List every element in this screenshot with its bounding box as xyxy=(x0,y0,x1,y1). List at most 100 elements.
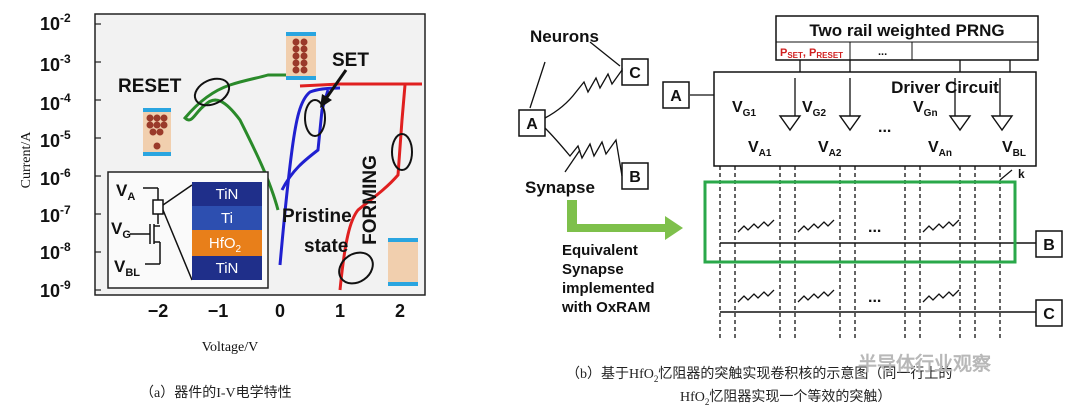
driver-buffer-2 xyxy=(838,115,862,132)
y-tick: 10-9 xyxy=(40,278,71,301)
equiv-line-2: Synapse xyxy=(562,261,624,278)
caption-b-line1: （b）基于HfO2忆阻器的突触实现卷积核的示意图（同一行上的 xyxy=(566,367,953,384)
pristine-label-1: Pristine xyxy=(282,206,352,227)
forming-plateau xyxy=(299,82,422,88)
x-tick: −2 xyxy=(148,301,169,321)
neuron-arrow-c xyxy=(589,41,621,67)
x-tick-labels: −2 −1 0 1 2 xyxy=(148,301,405,321)
node-a-left xyxy=(518,109,546,137)
set-arrow xyxy=(323,69,348,101)
memristor-cells xyxy=(737,219,960,303)
layer-tin-bottom xyxy=(192,256,262,280)
label-va2: VA2 xyxy=(818,139,842,159)
driver-buffer-bl xyxy=(990,115,1014,132)
caption-a: （a）器件的I-V电学特性 xyxy=(140,386,292,401)
set-curve-return xyxy=(280,89,330,191)
equiv-line-3: implemented xyxy=(562,280,655,297)
x-tick: 0 xyxy=(275,301,285,321)
y-axis-label: Current/A xyxy=(19,131,34,189)
node-c-right xyxy=(1035,299,1063,327)
inset-vbl: VBL xyxy=(114,257,140,279)
synapse-ac xyxy=(544,67,623,119)
synapse-ab xyxy=(544,127,623,177)
driver-dots: ... xyxy=(878,119,891,136)
array-dots-row1: ... xyxy=(868,219,881,236)
layer-label-ti: Ti xyxy=(221,210,233,227)
x-tick: 2 xyxy=(395,301,405,321)
iv-plot: 10-2 10-3 10-4 10-5 10-6 10-7 10-8 10-9 … xyxy=(19,11,426,355)
x-tick: 1 xyxy=(335,301,345,321)
layer-tin-top xyxy=(192,182,262,206)
y-tick: 10-5 xyxy=(40,128,71,151)
neuron-arrow-a xyxy=(529,61,546,109)
prng-box xyxy=(775,15,1039,61)
driver-title: Driver Circuit xyxy=(891,78,999,97)
layer-label-tin-bottom: TiN xyxy=(216,260,239,277)
forming-label: FORMING xyxy=(360,155,381,245)
y-tick: 10-6 xyxy=(40,166,71,189)
driver-buffer-n xyxy=(948,115,972,132)
y-tick: 10-7 xyxy=(40,203,71,226)
array-dots-row2: ... xyxy=(868,289,881,306)
y-tick-marks xyxy=(95,23,101,291)
label-vg1: VG1 xyxy=(732,99,756,119)
node-c-left-label: C xyxy=(629,65,641,82)
y-tick: 10-3 xyxy=(40,52,71,75)
layer-label-tin-top: TiN xyxy=(216,186,239,203)
prng-ellipsis: ... xyxy=(878,46,887,58)
inset-va: VA xyxy=(116,181,135,203)
filament-icon-pristine xyxy=(388,238,418,286)
node-a-left-label: A xyxy=(526,116,538,133)
set-ellipse xyxy=(304,99,326,137)
x-tick: −1 xyxy=(208,301,229,321)
equivalent-synapse-box xyxy=(703,180,1017,264)
bus-k-label: k xyxy=(1018,167,1025,181)
node-b-right-label: B xyxy=(1043,237,1055,254)
synapse-arrow xyxy=(564,149,581,173)
prng-p-labels: PSET, PRESET xyxy=(780,47,843,60)
circuit-diagram: Two rail weighted PRNG PSET, PRESET ... … xyxy=(518,15,1063,340)
x-axis-label: Voltage/V xyxy=(202,340,259,355)
y-tick: 10-8 xyxy=(40,240,71,263)
node-c-right-label: C xyxy=(1043,306,1055,323)
inset-vg: VG xyxy=(111,219,131,241)
synapse-label: Synapse xyxy=(525,178,595,197)
driver-buffer-1 xyxy=(778,115,802,132)
pristine-ellipse xyxy=(338,251,374,285)
label-vg2: VG2 xyxy=(802,99,826,119)
set-arrowhead xyxy=(320,94,332,108)
node-a-right-label: A xyxy=(670,88,682,105)
filament-icon-set xyxy=(286,32,316,80)
y-tick: 10-2 xyxy=(40,11,71,34)
neurons-label: Neurons xyxy=(530,27,599,46)
equivalent-arrow xyxy=(567,200,683,240)
watermark: 半导体行业观察 xyxy=(858,353,992,375)
label-va1: VA1 xyxy=(748,139,772,159)
y-tick-labels: 10-2 10-3 10-4 10-5 10-6 10-7 10-8 10-9 xyxy=(40,11,71,301)
pristine-label-2: state xyxy=(304,236,348,257)
equiv-line-4: with OxRAM xyxy=(561,299,650,316)
node-b-right xyxy=(1035,230,1063,258)
inset-1t1r: VA VG VBL TiN Ti xyxy=(107,171,269,289)
label-vbl: VBL xyxy=(1002,139,1026,159)
label-vgn: VGn xyxy=(913,99,938,119)
reset-label: RESET xyxy=(118,76,182,97)
reset-curve xyxy=(182,73,300,211)
node-b-left-label: B xyxy=(629,169,641,186)
layer-ti xyxy=(192,206,262,230)
caption-b-line2: HfO2忆阻器实现一个等效的突触） xyxy=(680,390,892,407)
y-tick: 10-4 xyxy=(40,91,71,114)
set-curve xyxy=(278,86,341,266)
filament-icon-reset xyxy=(143,108,171,156)
layer-label-hfo2: HfO2 xyxy=(209,235,242,255)
driver-box xyxy=(713,71,1037,167)
equiv-line-1: Equivalent xyxy=(562,242,638,259)
layer-hfo2 xyxy=(192,230,262,256)
label-van: VAn xyxy=(928,139,952,159)
forming-curve xyxy=(338,84,407,291)
reset-ellipse xyxy=(193,77,231,107)
prng-title: Two rail weighted PRNG xyxy=(809,21,1004,40)
forming-ellipse xyxy=(391,133,413,171)
set-label: SET xyxy=(332,50,369,71)
